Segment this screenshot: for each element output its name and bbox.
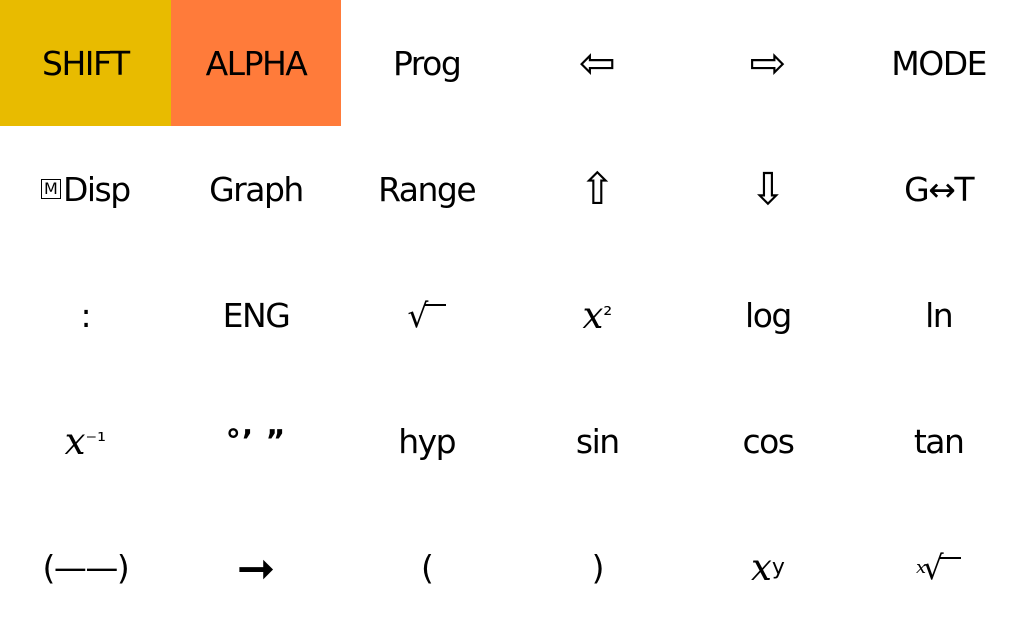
- square-key-base: 𝑥: [582, 293, 604, 337]
- left-arrow-icon: ⇦: [578, 37, 616, 89]
- xth-root-key[interactable]: x√: [853, 505, 1024, 631]
- negative-key[interactable]: (——): [0, 505, 171, 631]
- left-paren-label: (: [420, 548, 434, 588]
- colon-key[interactable]: :: [0, 252, 171, 378]
- power-key-base: 𝑥: [751, 546, 772, 590]
- square-key-sup: ²: [603, 302, 613, 328]
- hyp-key[interactable]: hyp: [341, 379, 512, 505]
- power-key-sup: y: [771, 555, 785, 581]
- reciprocal-key-sup: ⁻¹: [85, 429, 106, 455]
- ln-key[interactable]: ln: [853, 252, 1024, 378]
- xth-root-icon: √: [922, 548, 944, 588]
- cos-key-label: cos: [742, 422, 795, 462]
- eng-key-label: ENG: [222, 295, 291, 335]
- right-paren-key[interactable]: ): [512, 505, 683, 631]
- reciprocal-key[interactable]: 𝑥⁻¹: [0, 379, 171, 505]
- mode-key[interactable]: MODE: [853, 0, 1024, 126]
- sqrt-bar: [423, 304, 446, 326]
- mdisp-key-label: Disp: [62, 169, 131, 209]
- sin-key-label: sin: [575, 422, 620, 462]
- right-arrow-icon: ⇨: [749, 37, 787, 89]
- log-key-label: log: [745, 295, 792, 335]
- colon-key-label: :: [80, 295, 92, 335]
- hyp-key-label: hyp: [398, 422, 456, 462]
- negative-key-label: (——): [42, 548, 129, 588]
- shift-key[interactable]: SHIFT: [0, 0, 171, 127]
- prog-key-label: Prog: [392, 43, 462, 83]
- sqrt-icon: √: [407, 295, 428, 335]
- memory-box-icon: M: [40, 179, 61, 200]
- sin-key[interactable]: sin: [512, 379, 683, 505]
- right-arrow-key[interactable]: ⇨: [683, 0, 854, 126]
- left-paren-key[interactable]: (: [341, 505, 512, 631]
- tan-key[interactable]: tan: [853, 379, 1024, 505]
- eng-key[interactable]: ENG: [171, 252, 342, 378]
- alpha-key[interactable]: ALPHA: [170, 0, 342, 127]
- down-arrow-icon: ⇩: [749, 163, 787, 215]
- degrees-minutes-seconds-key[interactable]: °’ ”: [171, 379, 342, 505]
- down-arrow-key[interactable]: ⇩: [683, 126, 854, 252]
- prog-key[interactable]: Prog: [341, 0, 512, 126]
- graph-text-toggle-key[interactable]: G↔T: [853, 126, 1024, 252]
- sqrt-key[interactable]: √: [341, 252, 512, 378]
- graph-text-toggle-label: G↔T: [904, 169, 974, 209]
- shift-key-label: SHIFT: [42, 43, 130, 83]
- assign-arrow-icon: ➞: [236, 540, 276, 595]
- right-paren-label: ): [591, 548, 605, 588]
- xth-root-bar: [939, 556, 962, 579]
- range-key[interactable]: Range: [341, 126, 512, 252]
- left-arrow-key[interactable]: ⇦: [512, 0, 683, 126]
- range-key-label: Range: [378, 169, 477, 209]
- xth-root-index: x: [916, 557, 926, 579]
- assign-arrow-key[interactable]: ➞: [171, 505, 342, 631]
- graph-key-label: Graph: [209, 169, 304, 209]
- cos-key[interactable]: cos: [683, 379, 854, 505]
- tan-key-label: tan: [913, 422, 965, 462]
- alpha-key-label: ALPHA: [205, 43, 308, 83]
- up-arrow-key[interactable]: ⇧: [512, 126, 683, 252]
- reciprocal-key-base: 𝑥: [64, 420, 86, 464]
- dms-key-label: °’ ”: [225, 424, 287, 460]
- ln-key-label: ln: [925, 295, 954, 335]
- up-arrow-icon: ⇧: [578, 163, 616, 215]
- log-key[interactable]: log: [683, 252, 854, 378]
- mode-key-label: MODE: [891, 43, 987, 83]
- graph-key[interactable]: Graph: [171, 126, 342, 252]
